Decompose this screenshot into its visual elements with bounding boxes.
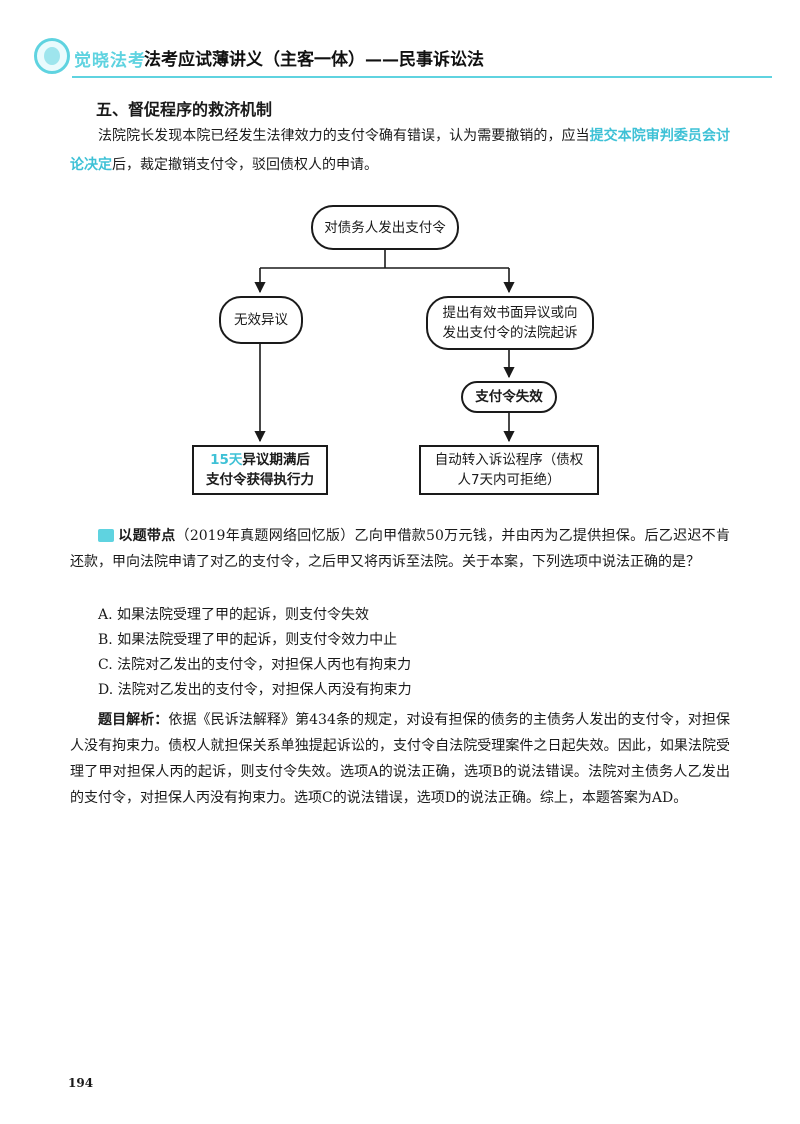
flow-node-litigation: 自动转入诉讼程序（债权 人7天内可拒绝） bbox=[419, 445, 599, 495]
litigation-line1: 自动转入诉讼程序（债权 bbox=[434, 452, 584, 468]
section-paragraph: 法院院长发现本院已经发生法律效力的支付令确有错误，认为需要撤销的，应当提交本院审… bbox=[70, 122, 730, 180]
enforceable-line1: 15天异议期满后 bbox=[210, 450, 310, 470]
header-title: 法考应试薄讲义（主客一体）——民事诉讼法 bbox=[144, 50, 484, 70]
valid-objection-line1: 提出有效书面异议或向 bbox=[442, 305, 578, 321]
analysis-block: 题目解析：依据《民诉法解释》第434条的规定，对设有担保的债务的主债务人发出的支… bbox=[70, 707, 730, 811]
option-a: A. 如果法院受理了甲的起诉，则支付令失效 bbox=[98, 607, 370, 623]
header-divider bbox=[72, 76, 772, 78]
notebook-icon bbox=[98, 529, 114, 542]
section-title: 五、督促程序的救济机制 bbox=[96, 100, 273, 119]
flow-node-start: 对债务人发出支付令 bbox=[311, 205, 459, 250]
page-number: 194 bbox=[68, 1076, 94, 1090]
logo-text: 觉晓法考 bbox=[74, 51, 146, 71]
analysis-label: 题目解析： bbox=[98, 712, 169, 728]
question-label: 以题带点 bbox=[118, 528, 176, 544]
deadline-highlight: 15天 bbox=[210, 452, 243, 468]
logo-icon bbox=[34, 38, 70, 74]
para-text-after: 后，裁定撤销支付令，驳回债权人的申请。 bbox=[112, 157, 378, 173]
flow-node-invalid-objection: 无效异议 bbox=[219, 296, 303, 344]
flow-node-enforceable: 15天异议期满后 支付令获得执行力 bbox=[192, 445, 328, 495]
flow-node-valid-objection: 提出有效书面异议或向 发出支付令的法院起诉 bbox=[426, 296, 594, 350]
enforceable-line2: 支付令获得执行力 bbox=[206, 472, 314, 488]
flow-node-order-invalid: 支付令失效 bbox=[461, 381, 557, 413]
para-text-before: 法院院长发现本院已经发生法律效力的支付令确有错误，认为需要撤销的，应当 bbox=[98, 128, 590, 144]
para-highlight: 提交本院审判委员会讨论决定 bbox=[70, 128, 731, 173]
enforceable-line1-rest: 异议期满后 bbox=[242, 452, 310, 468]
page-header: 觉晓法考 法考应试薄讲义（主客一体）——民事诉讼法 bbox=[28, 38, 772, 84]
option-b: B. 如果法院受理了甲的起诉，则支付令效力中止 bbox=[98, 632, 398, 648]
litigation-line2: 人7天内可拒绝） bbox=[457, 472, 561, 488]
option-d: D. 法院对乙发出的支付令，对担保人丙没有拘束力 bbox=[98, 682, 412, 698]
question-text: （2019年真题网络回忆版）乙向甲借款50万元钱，并由丙为乙提供担保。后乙迟迟不… bbox=[70, 528, 730, 570]
option-c: C. 法院对乙发出的支付令，对担保人丙也有拘束力 bbox=[98, 657, 412, 673]
analysis-text: 依据《民诉法解释》第434条的规定，对设有担保的债务的主债务人发出的支付令，对担… bbox=[70, 712, 730, 806]
valid-objection-line2: 发出支付令的法院起诉 bbox=[442, 325, 578, 341]
question-block: 以题带点（2019年真题网络回忆版）乙向甲借款50万元钱，并由丙为乙提供担保。后… bbox=[70, 523, 730, 575]
